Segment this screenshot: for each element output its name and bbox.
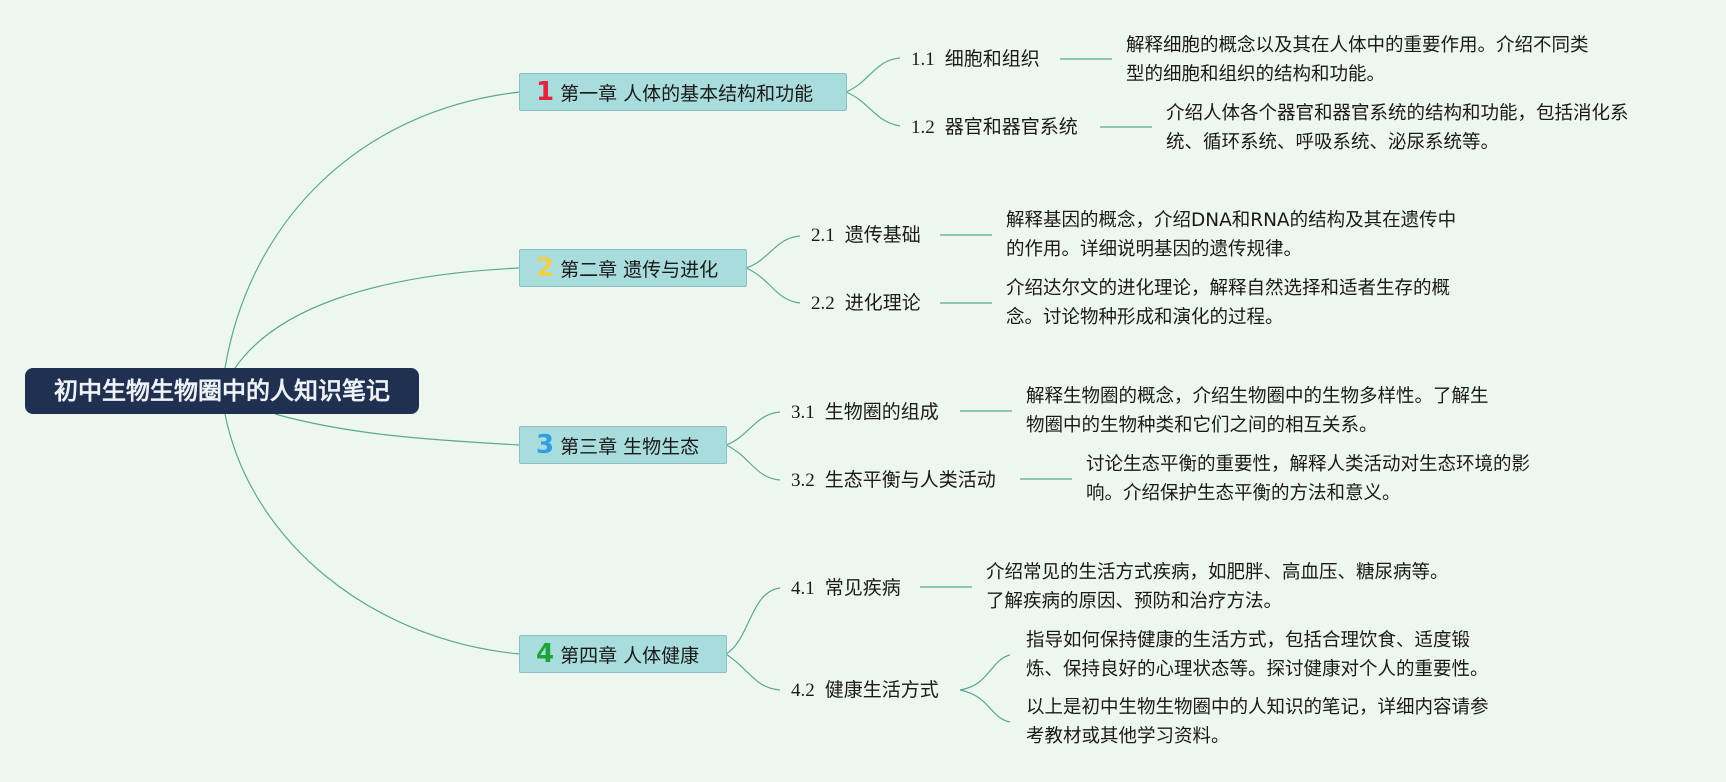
chapter-1-title: 第一章 人体的基本结构和功能: [560, 82, 814, 105]
section-4-2-desc: 指导如何保持健康的生活方式，包括合理饮食、适度锻 炼、保持良好的心理状态等。探讨…: [1026, 626, 1489, 684]
section-title: 生物圈的组成: [824, 401, 939, 423]
desc-line: 解释生物圈的概念，介绍生物圈中的生物多样性。了解生: [1026, 386, 1489, 407]
section-code: 1.2: [911, 117, 935, 138]
chapter-2-title: 第二章 遗传与进化: [560, 258, 719, 281]
desc-line: 以上是初中生物生物圈中的人知识的笔记，详细内容请参: [1026, 697, 1489, 718]
connector-ch1-s11: [845, 57, 901, 93]
desc-line: 了解疾病的原因、预防和治疗方法。: [986, 591, 1283, 612]
connector-root-ch2: [234, 267, 521, 369]
section-code: 3.2: [791, 470, 815, 491]
desc-line: 的作用。详细说明基因的遗传规律。: [1006, 239, 1303, 260]
connector-ch2-s21: [745, 235, 801, 269]
desc-line: 解释细胞的概念以及其在人体中的重要作用。介绍不同类: [1126, 35, 1589, 56]
desc-line: 统、循环系统、呼吸系统、泌尿系统等。: [1166, 132, 1500, 153]
number-3-icon: 3: [536, 430, 555, 460]
section-2-2-desc: 介绍达尔文的进化理论，解释自然选择和适者生存的概 念。讨论物种形成和演化的过程。: [1006, 274, 1450, 332]
section-4-1[interactable]: 4.1 常见疾病: [791, 573, 901, 603]
root-topic[interactable]: 初中生物生物圈中的人知识笔记: [25, 368, 419, 414]
connector-ch4-s41: [725, 587, 781, 655]
section-2-1[interactable]: 2.1 遗传基础: [811, 220, 921, 250]
section-code: 4.1: [791, 578, 815, 599]
desc-line: 型的细胞和组织的结构和功能。: [1126, 64, 1386, 85]
section-2-2[interactable]: 2.2 进化理论: [811, 288, 921, 318]
chapter-4-node[interactable]: 4 第四章 人体健康: [519, 635, 727, 673]
connector-ch4-s42: [725, 653, 781, 691]
connector-ch1-s12: [845, 91, 901, 127]
section-title: 健康生活方式: [824, 679, 939, 701]
number-1-icon: 1: [536, 77, 555, 107]
connector-ch2-s22: [745, 267, 801, 304]
section-1-1-desc: 解释细胞的概念以及其在人体中的重要作用。介绍不同类 型的细胞和组织的结构和功能。: [1126, 31, 1589, 89]
connector-ch3-s32: [725, 444, 781, 481]
section-code: 4.2: [791, 680, 815, 701]
closing-note: 以上是初中生物生物圈中的人知识的笔记，详细内容请参 考教材或其他学习资料。: [1026, 693, 1489, 751]
section-3-1-desc: 解释生物圈的概念，介绍生物圈中的生物多样性。了解生 物圈中的生物种类和它们之间的…: [1026, 382, 1489, 440]
desc-line: 响。介绍保护生态平衡的方法和意义。: [1086, 483, 1401, 504]
desc-line: 介绍达尔文的进化理论，解释自然选择和适者生存的概: [1006, 278, 1451, 299]
section-title: 生态平衡与人类活动: [824, 469, 996, 491]
number-2-icon: 2: [536, 253, 555, 283]
chapter-2-node[interactable]: 2 第二章 遗传与进化: [519, 249, 747, 287]
connector-ch3-s31: [725, 411, 781, 446]
section-1-1[interactable]: 1.1 细胞和组织: [911, 44, 1040, 74]
section-3-1[interactable]: 3.1 生物圈的组成: [791, 397, 939, 427]
chapter-3-title: 第三章 生物生态: [560, 435, 700, 458]
section-2-1-desc: 解释基因的概念，介绍DNA和RNA的结构及其在遗传中 的作用。详细说明基因的遗传…: [1006, 206, 1456, 264]
section-code: 2.2: [811, 293, 835, 314]
section-4-2[interactable]: 4.2 健康生活方式: [791, 675, 939, 705]
desc-line: 炼、保持良好的心理状态等。探讨健康对个人的重要性。: [1026, 659, 1489, 680]
connector-root-ch1: [224, 91, 521, 369]
desc-line: 念。讨论物种形成和演化的过程。: [1006, 307, 1284, 328]
section-code: 1.1: [911, 49, 935, 70]
section-1-2-desc: 介绍人体各个器官和器官系统的结构和功能，包括消化系 统、循环系统、呼吸系统、泌尿…: [1166, 99, 1629, 157]
section-3-2[interactable]: 3.2 生态平衡与人类活动: [791, 465, 996, 495]
desc-line: 讨论生态平衡的重要性，解释人类活动对生态环境的影: [1086, 454, 1531, 475]
desc-line: 介绍人体各个器官和器官系统的结构和功能，包括消化系: [1166, 103, 1629, 124]
chapter-1-node[interactable]: 1 第一章 人体的基本结构和功能: [519, 73, 847, 111]
chapter-3-node[interactable]: 3 第三章 生物生态: [519, 426, 727, 464]
section-code: 2.1: [811, 225, 835, 246]
desc-line: 介绍常见的生活方式疾病，如肥胖、高血压、糖尿病等。: [986, 562, 1449, 583]
desc-line: 解释基因的概念，介绍DNA和RNA的结构及其在遗传中: [1006, 210, 1457, 231]
section-title: 细胞和组织: [944, 48, 1040, 70]
section-title: 常见疾病: [824, 577, 901, 599]
section-1-2[interactable]: 1.2 器官和器官系统: [911, 112, 1078, 142]
connector-s42-desc-b: [959, 689, 1011, 723]
section-title: 器官和器官系统: [944, 116, 1078, 138]
desc-line: 物圈中的生物种类和它们之间的相互关系。: [1026, 415, 1378, 436]
connector-root-ch3: [274, 413, 521, 446]
desc-line: 指导如何保持健康的生活方式，包括合理饮食、适度锻: [1026, 630, 1471, 651]
desc-line: 考教材或其他学习资料。: [1026, 726, 1230, 747]
section-code: 3.1: [791, 402, 815, 423]
section-title: 进化理论: [844, 292, 921, 314]
section-title: 遗传基础: [844, 224, 921, 246]
section-4-1-desc: 介绍常见的生活方式疾病，如肥胖、高血压、糖尿病等。 了解疾病的原因、预防和治疗方…: [986, 558, 1449, 616]
connector-root-ch4: [224, 413, 521, 655]
chapter-4-title: 第四章 人体健康: [560, 644, 700, 667]
section-3-2-desc: 讨论生态平衡的重要性，解释人类活动对生态环境的影 响。介绍保护生态平衡的方法和意…: [1086, 450, 1530, 508]
connector-s42-desc-a: [959, 654, 1011, 691]
number-4-icon: 4: [536, 639, 555, 669]
